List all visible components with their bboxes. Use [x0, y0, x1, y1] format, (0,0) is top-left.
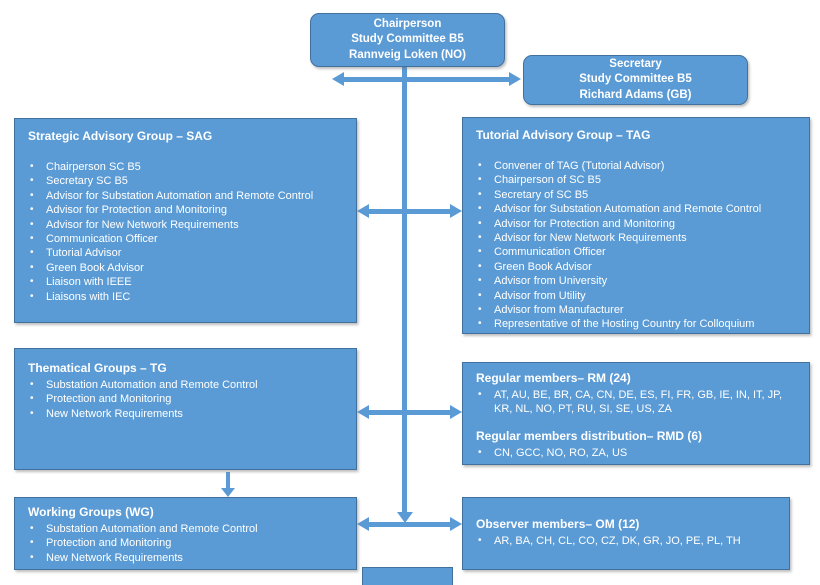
rmd-list: CN, GCC, NO, RO, ZA, US: [463, 446, 809, 460]
list-item: AR, BA, CH, CL, CO, CZ, DK, GR, JO, PE, …: [494, 535, 741, 547]
node-line: Rannveig Loken (NO): [349, 48, 466, 61]
box-title: Observer members– OM (12): [476, 517, 640, 531]
list-item: Convener of TAG (Tutorial Advisor): [494, 160, 665, 172]
list-item: Liaison with IEEE: [46, 276, 132, 289]
connector-arrow-chair-secretary: [332, 72, 521, 86]
sag-group-box: Strategic Advisory Group – SAG Chairpers…: [14, 118, 357, 323]
sag-list: Chairperson SC B5 Secretary SC B5 Adviso…: [15, 160, 356, 304]
list-item: Green Book Advisor: [46, 261, 144, 274]
rm-group-box: Regular members– RM (24) AT, AU, BE, BR,…: [462, 362, 810, 465]
secretary-node: Secretary Study Committee B5 Richard Ada…: [523, 55, 748, 105]
list-item: Protection and Monitoring: [46, 537, 172, 550]
connector-arrow-tg-rm: [357, 405, 462, 419]
tg-group-box: Thematical Groups – TG Substation Automa…: [14, 348, 357, 470]
list-item: New Network Requirements: [46, 407, 183, 420]
connector-vertical-line: [402, 67, 407, 512]
list-item: Advisor from Utility: [494, 289, 586, 302]
box-title: Regular members distribution– RMD (6): [476, 428, 703, 443]
list-item: Representative of the Hosting Country fo…: [494, 318, 755, 331]
wg-list: Substation Automation and Remote Control…: [15, 522, 356, 565]
rm-list: AT, AU, BE, BR, CA, CN, DE, ES, FI, FR, …: [463, 388, 809, 417]
node-line: Study Committee B5: [351, 33, 464, 46]
list-item: Advisor for Substation Automation and Re…: [494, 203, 762, 216]
box-title: Thematical Groups – TG: [28, 361, 167, 375]
list-item: Secretary SC B5: [46, 175, 128, 188]
box-title: Regular members– RM (24): [476, 371, 631, 385]
list-item: Tutorial Advisor: [46, 247, 122, 260]
om-group-box: Observer members– OM (12) AR, BA, CH, CL…: [462, 497, 790, 570]
list-item: Communication Officer: [494, 246, 606, 259]
list-item: CN, GCC, NO, RO, ZA, US: [494, 446, 628, 459]
tag-group-box: Tutorial Advisory Group – TAG Convener o…: [462, 117, 810, 334]
arrowhead-down-icon: [397, 512, 413, 523]
list-item: Advisor for Protection and Monitoring: [46, 204, 227, 217]
box-title: Working Groups (WG): [28, 505, 154, 519]
node-line: Chairperson: [373, 17, 442, 30]
node-line: Secretary: [609, 57, 662, 70]
tg-list: Substation Automation and Remote Control…: [15, 378, 356, 421]
connector-arrow-wg-om: [357, 517, 462, 531]
list-item: New Network Requirements: [46, 551, 183, 564]
connector-tg-wg-line: [226, 472, 230, 488]
wg-group-box: Working Groups (WG) Substation Automatio…: [14, 497, 357, 570]
node-line: Study Committee B5: [579, 73, 692, 86]
list-item: AT, AU, BE, BR, CA, CN, DE, ES, FI, FR, …: [494, 389, 783, 416]
connector-arrow-sag-tag: [357, 204, 462, 218]
tag-list: Convener of TAG (Tutorial Advisor) Chair…: [463, 159, 809, 332]
chairperson-node: Chairperson Study Committee B5 Rannveig …: [310, 13, 505, 67]
list-item: Chairperson of SC B5: [494, 174, 601, 187]
list-item: Protection and Monitoring: [46, 393, 172, 406]
list-item: Advisor for Substation Automation and Re…: [46, 189, 314, 202]
list-item: Advisor for New Network Requirements: [494, 232, 687, 245]
list-item: Advisor from Manufacturer: [494, 304, 624, 317]
list-item: Liaisons with IEC: [46, 290, 131, 303]
list-item: Green Book Advisor: [494, 260, 592, 273]
list-item: Advisor for New Network Requirements: [46, 218, 239, 231]
om-list: AR, BA, CH, CL, CO, CZ, DK, GR, JO, PE, …: [463, 534, 789, 548]
box-title: Strategic Advisory Group – SAG: [28, 129, 213, 143]
list-item: Advisor from University: [494, 275, 608, 288]
cutoff-box-bottom: [362, 567, 453, 585]
arrowhead-down-icon: [221, 488, 235, 497]
list-item: Chairperson SC B5: [46, 161, 141, 173]
list-item: Advisor for Protection and Monitoring: [494, 217, 675, 230]
list-item: Communication Officer: [46, 233, 158, 246]
list-item: Substation Automation and Remote Control: [46, 523, 258, 535]
list-item: Substation Automation and Remote Control: [46, 379, 258, 391]
box-title: Tutorial Advisory Group – TAG: [476, 128, 651, 142]
node-line: Richard Adams (GB): [579, 88, 692, 101]
list-item: Secretary of SC B5: [494, 188, 589, 201]
